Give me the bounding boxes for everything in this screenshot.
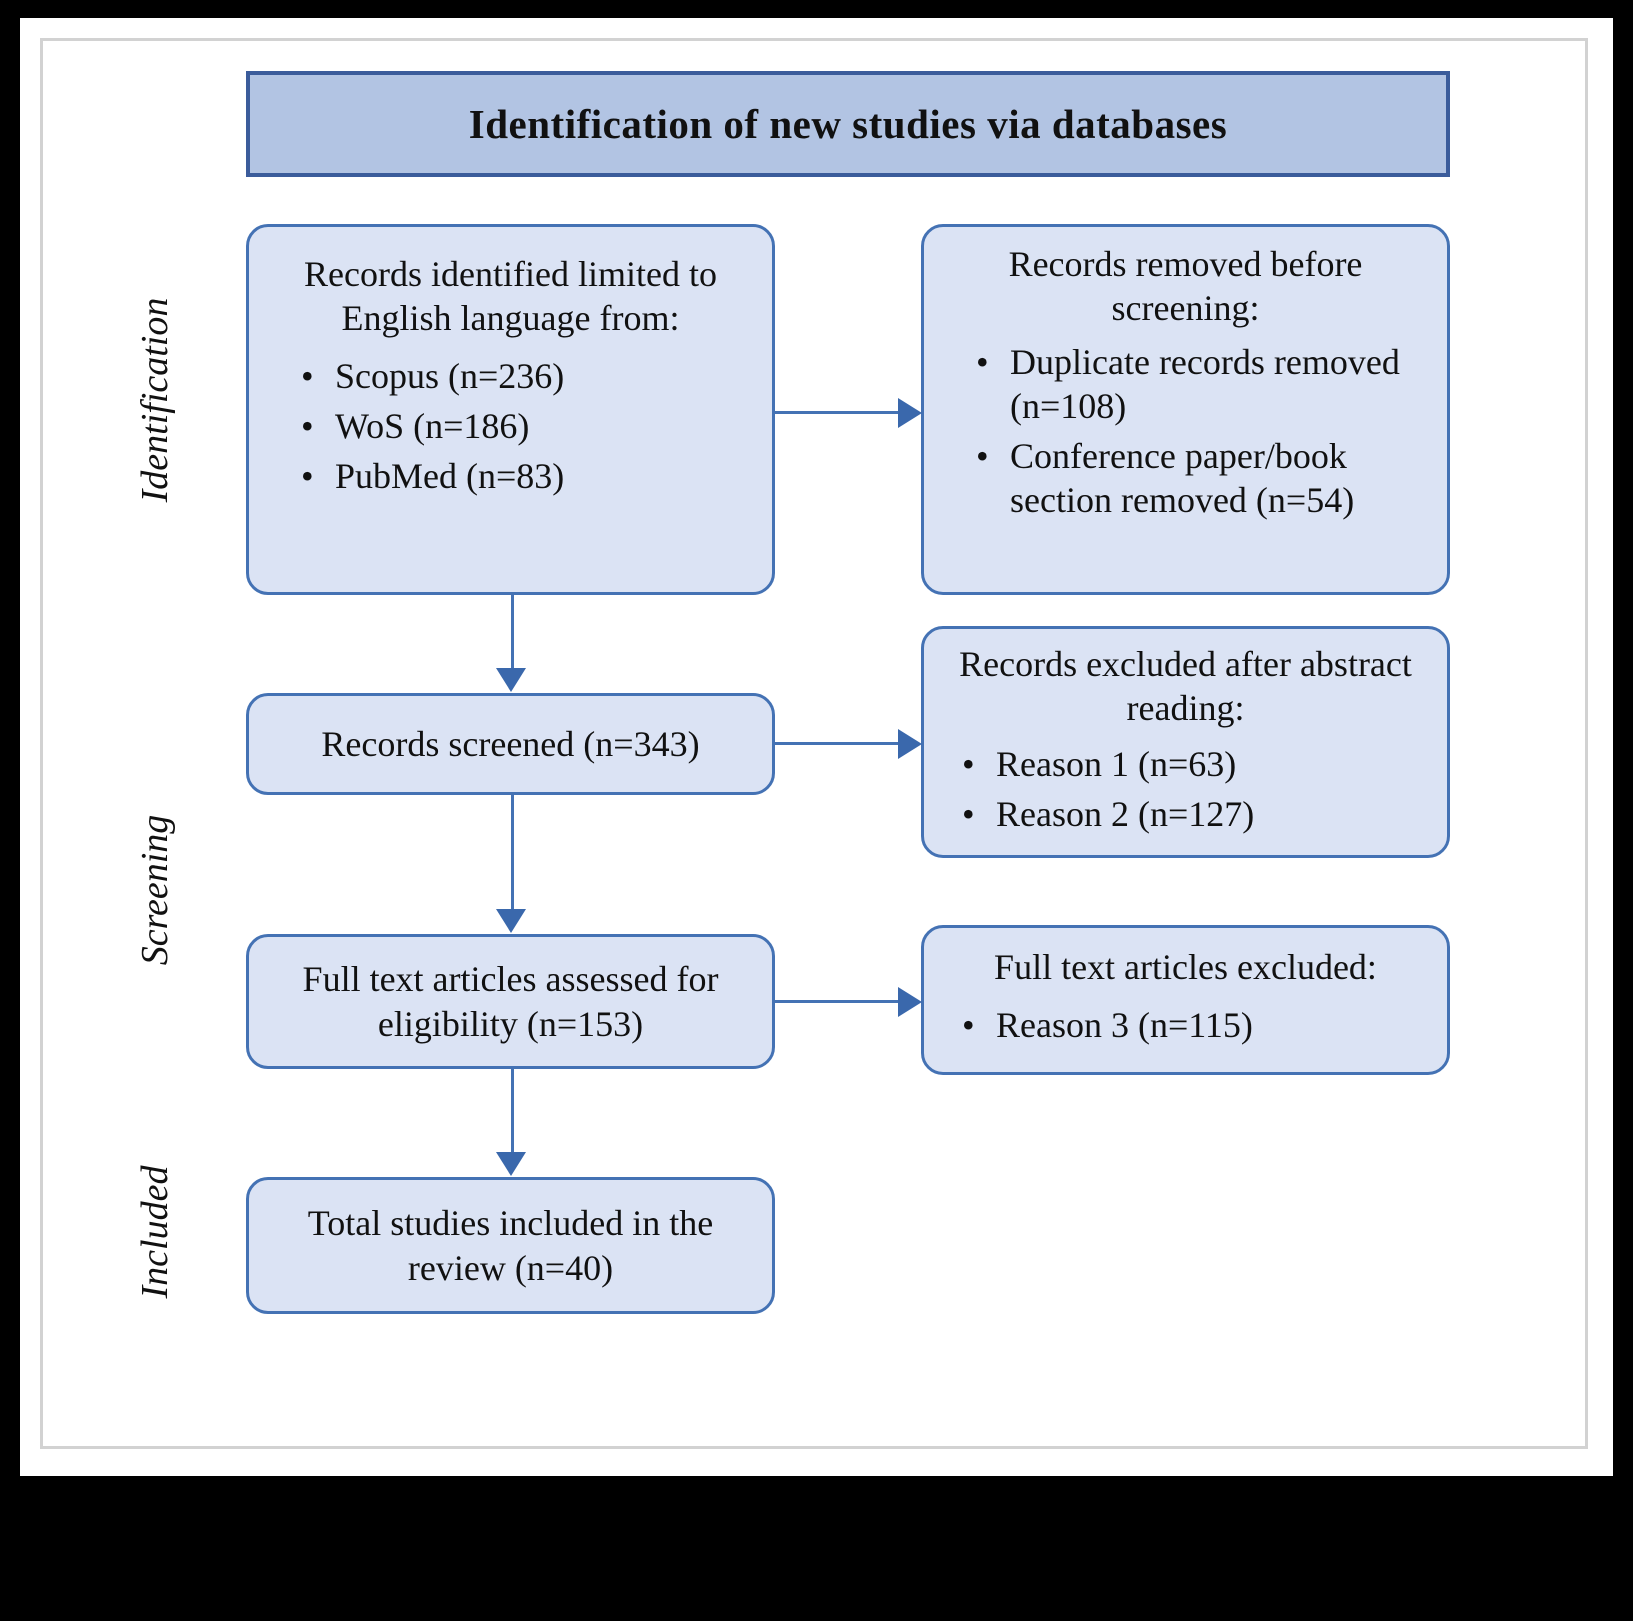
node-total-studies-included-label: Total studies included in the review (n=… [307, 1202, 714, 1288]
phase-label-included: Included [134, 1165, 176, 1299]
list-item-label: Reason 2 (n=127) [996, 793, 1255, 834]
node-full-text-excluded-bullets: • Reason 3 (n=115) [924, 1004, 1447, 1048]
node-full-text-excluded-heading: Full text articles excluded: [994, 947, 1377, 987]
list-item: • Duplicate records removed (n=108) [972, 341, 1433, 429]
node-records-excluded-heading: Records excluded after abstract reading: [959, 644, 1412, 728]
node-records-removed-before-screening: Records removed before screening: • Dupl… [921, 224, 1450, 595]
list-item-label: PubMed (n=83) [335, 455, 565, 496]
arrow-right-icon [898, 987, 922, 1017]
node-records-removed-bullets: • Duplicate records removed (n=108) • Co… [924, 341, 1447, 523]
bullet-icon: • [962, 743, 975, 784]
bullet-icon: • [301, 355, 314, 396]
node-records-identified-bullets: • Scopus (n=236) • WoS (n=186) • PubMed … [249, 355, 772, 499]
list-item: • Reason 1 (n=63) [958, 743, 1433, 787]
arrow-right-icon [898, 729, 922, 759]
arrow-right-icon [898, 398, 922, 428]
phase-label-identification: Identification [134, 297, 176, 503]
bullet-icon: • [962, 1004, 975, 1045]
node-full-text-assessed: Full text articles assessed for eligibil… [246, 934, 775, 1069]
arrow-down-icon [496, 1152, 526, 1176]
node-full-text-excluded: Full text articles excluded: • Reason 3 … [921, 925, 1450, 1075]
connector-fulltext-to-total-line [511, 1069, 514, 1155]
bullet-icon: • [301, 405, 314, 446]
node-records-excluded-bullets: • Reason 1 (n=63) • Reason 2 (n=127) [924, 743, 1447, 837]
bullet-icon: • [976, 435, 989, 476]
list-item-label: Reason 3 (n=115) [996, 1004, 1253, 1045]
bullet-icon: • [976, 341, 989, 382]
list-item: • Conference paper/book section removed … [972, 435, 1433, 523]
node-records-identified-heading: Records identified limited to English la… [304, 254, 717, 338]
phase-label-screening: Screening [134, 814, 176, 966]
list-item-label: Scopus (n=236) [335, 355, 565, 396]
node-records-removed-heading: Records removed before screening: [1008, 244, 1363, 328]
diagram-title: Identification of new studies via databa… [468, 101, 1228, 147]
connector-fulltext-to-excluded-line [775, 1000, 901, 1003]
diagram-title-bar: Identification of new studies via databa… [246, 71, 1450, 177]
connector-screened-to-fulltext-line [511, 795, 514, 912]
node-records-screened-label: Records screened (n=343) [321, 723, 700, 764]
list-item: • Reason 3 (n=115) [958, 1004, 1433, 1048]
node-records-identified: Records identified limited to English la… [246, 224, 775, 595]
bullet-icon: • [301, 455, 314, 496]
list-item: • PubMed (n=83) [297, 455, 758, 499]
node-records-excluded-after-abstract: Records excluded after abstract reading:… [921, 626, 1450, 858]
node-records-screened: Records screened (n=343) [246, 693, 775, 795]
list-item-label: WoS (n=186) [335, 405, 530, 446]
list-item: • Scopus (n=236) [297, 355, 758, 399]
list-item-label: Reason 1 (n=63) [996, 743, 1237, 784]
connector-screened-to-excluded-line [775, 742, 901, 745]
node-total-studies-included: Total studies included in the review (n=… [246, 1177, 775, 1314]
connector-identified-to-removed-line [775, 411, 901, 414]
bullet-icon: • [962, 793, 975, 834]
list-item-label: Conference paper/book section removed (n… [1010, 435, 1355, 520]
node-full-text-assessed-label: Full text articles assessed for eligibil… [302, 958, 719, 1044]
list-item-label: Duplicate records removed (n=108) [1010, 341, 1400, 426]
arrow-down-icon [496, 909, 526, 933]
list-item: • WoS (n=186) [297, 405, 758, 449]
connector-identified-to-screened-line [511, 595, 514, 671]
list-item: • Reason 2 (n=127) [958, 793, 1433, 837]
arrow-down-icon [496, 668, 526, 692]
